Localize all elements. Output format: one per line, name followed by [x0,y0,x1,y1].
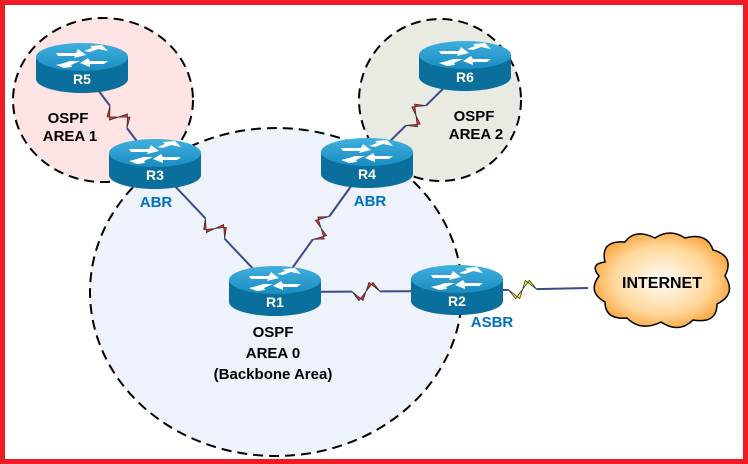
internet-cloud[interactable]: INTERNET [593,232,731,329]
router-r3[interactable]: R3 [109,139,201,189]
link-line [536,287,589,291]
router-label: R4 [358,166,376,182]
router-arrows-icon [431,267,483,290]
area-1-label-line2: AREA 1 [43,128,97,145]
lightning-bolt-icon [106,105,131,129]
router-r6[interactable]: R6 [419,41,511,91]
r2-role-label: ASBR [471,314,514,331]
area-0-label-line3: (Backbone Area) [214,366,333,383]
r3-role-label: ABR [140,194,173,211]
router-label: R1 [266,294,284,310]
router-arrows-icon [56,45,108,68]
lightning-bolt-icon [351,281,381,302]
router-label: R2 [448,293,466,309]
area-1-label-line1: OSPF [48,110,89,127]
router-r1[interactable]: R1 [229,266,321,316]
lightning-bolt-icon [405,103,427,128]
router-label: R6 [456,69,474,85]
router-r4[interactable]: R4 [321,138,413,188]
router-r5[interactable]: R5 [36,43,128,93]
router-arrows-icon [439,43,491,66]
area-2-label-line1: OSPF [454,108,495,125]
router-r2[interactable]: R2 [411,265,503,315]
router-arrows-icon [129,141,181,164]
area-0-label-line1: OSPF [253,324,294,341]
lightning-bolt-icon [312,216,330,240]
area-0-label-line2: AREA 0 [246,345,300,362]
area-2-label-line2: AREA 2 [449,126,503,143]
router-arrows-icon [341,140,393,163]
r4-role-label: ABR [354,193,387,210]
router-arrows-icon [249,268,301,291]
router-label: R5 [73,71,91,87]
internet-label: INTERNET [622,275,702,292]
lightning-bolt-icon [203,218,227,239]
lightning-bolt-icon [508,279,537,300]
router-label: R3 [146,167,164,183]
